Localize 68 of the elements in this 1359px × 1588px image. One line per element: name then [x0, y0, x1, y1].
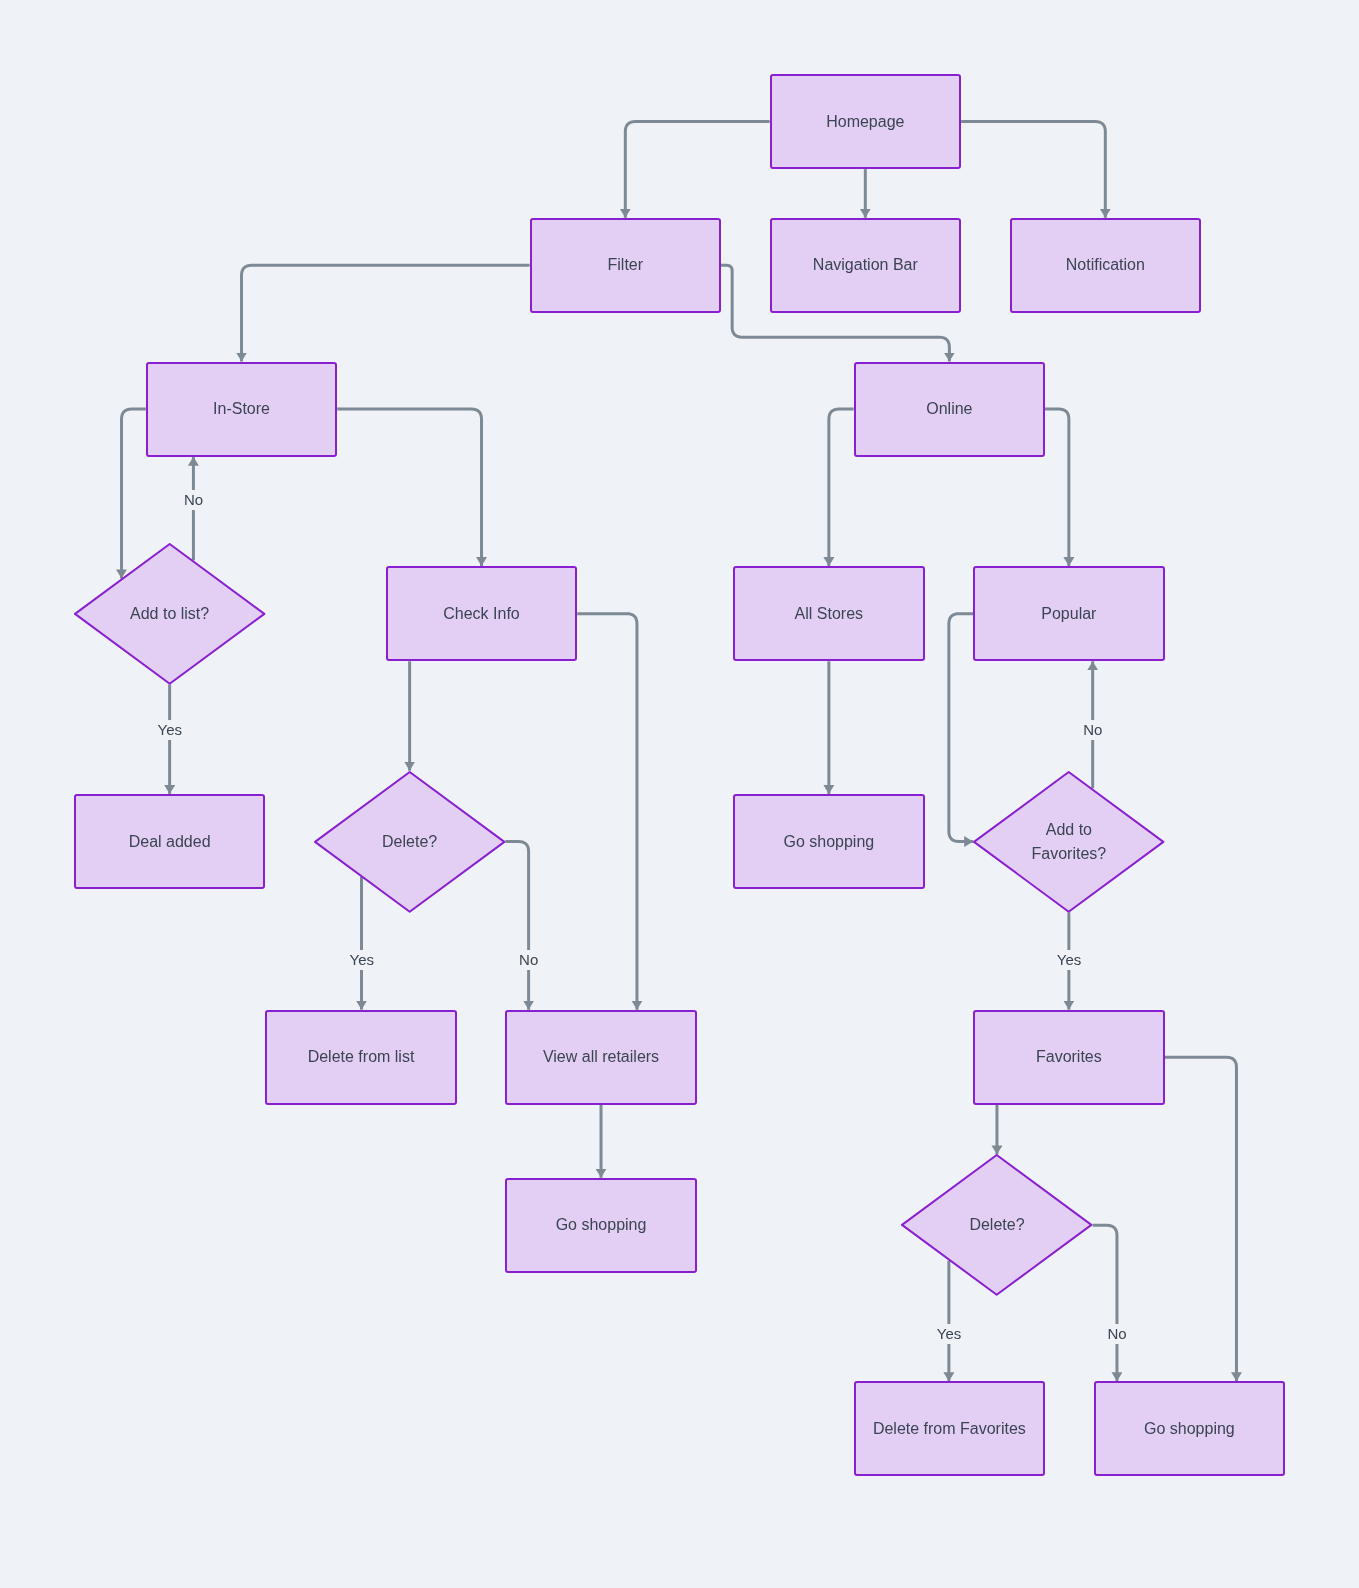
node-label: In-Store	[213, 399, 270, 420]
node-label: Go shopping	[555, 1215, 647, 1236]
process-box	[733, 793, 925, 890]
process-box	[145, 361, 338, 457]
node-label: Homepage	[826, 111, 905, 132]
arrow	[859, 169, 871, 218]
arrow	[116, 407, 146, 579]
edge-label: Yes	[155, 720, 185, 741]
arrow	[991, 1104, 1003, 1155]
arrow	[577, 612, 643, 1010]
process-box	[73, 793, 266, 890]
process-box	[973, 566, 1165, 662]
process-box	[769, 73, 961, 170]
process-box	[1093, 1381, 1286, 1477]
edge-label: No	[517, 950, 541, 970]
arrow	[823, 661, 835, 794]
arrow	[823, 407, 854, 567]
process-box	[769, 217, 961, 313]
edge-label: Yes	[934, 1323, 964, 1344]
process-box	[853, 361, 1046, 457]
arrow	[595, 1104, 607, 1178]
process-box	[505, 1177, 697, 1273]
arrow	[1164, 1055, 1242, 1382]
arrow	[337, 407, 487, 567]
edge-label: Yes	[1054, 950, 1084, 970]
arrow	[961, 120, 1111, 218]
node-label: Deal added	[128, 831, 211, 852]
arrow	[1092, 1223, 1123, 1382]
process-box	[529, 217, 721, 313]
arrow	[619, 120, 770, 218]
edge-label: No	[1105, 1323, 1129, 1344]
node-label: Add to Favorites?	[1030, 819, 1108, 864]
decision-diamond	[973, 770, 1165, 913]
edge-label: No	[1081, 720, 1105, 741]
node-label: Delete?	[382, 831, 438, 852]
arrow	[947, 612, 974, 848]
node-label: Online	[926, 399, 973, 420]
process-box	[973, 1009, 1165, 1105]
node-label: Delete?	[969, 1215, 1025, 1236]
process-box	[265, 1009, 457, 1105]
process-box	[853, 1381, 1046, 1477]
node-label: Delete from Favorites	[872, 1418, 1026, 1439]
arrow	[236, 263, 530, 362]
decision-diamond	[901, 1154, 1093, 1297]
node-label: Check Info	[443, 603, 520, 624]
node-label: Add to list?	[130, 603, 210, 624]
process-box	[1009, 217, 1201, 313]
arrow	[1087, 661, 1099, 789]
arrow	[404, 661, 416, 771]
node-label: Navigation Bar	[812, 255, 918, 276]
process-box	[505, 1009, 697, 1105]
process-box	[385, 566, 578, 662]
process-box	[733, 566, 925, 662]
decision-diamond	[313, 770, 506, 913]
arrow	[1045, 407, 1075, 567]
decision-diamond	[73, 542, 266, 685]
node-label: Popular	[1041, 603, 1097, 624]
node-label: Notification	[1065, 255, 1145, 276]
node-label: View all retailers	[542, 1047, 660, 1068]
node-label: All Stores	[794, 603, 864, 624]
node-label: Favorites	[1035, 1047, 1102, 1068]
arrow	[505, 840, 535, 1010]
arrow	[721, 263, 955, 362]
node-label: Go shopping	[783, 831, 875, 852]
node-label: Delete from list	[307, 1047, 415, 1068]
edge-label: Yes	[347, 950, 376, 970]
node-label: Go shopping	[1144, 1418, 1235, 1439]
node-label: Filter	[607, 255, 644, 276]
